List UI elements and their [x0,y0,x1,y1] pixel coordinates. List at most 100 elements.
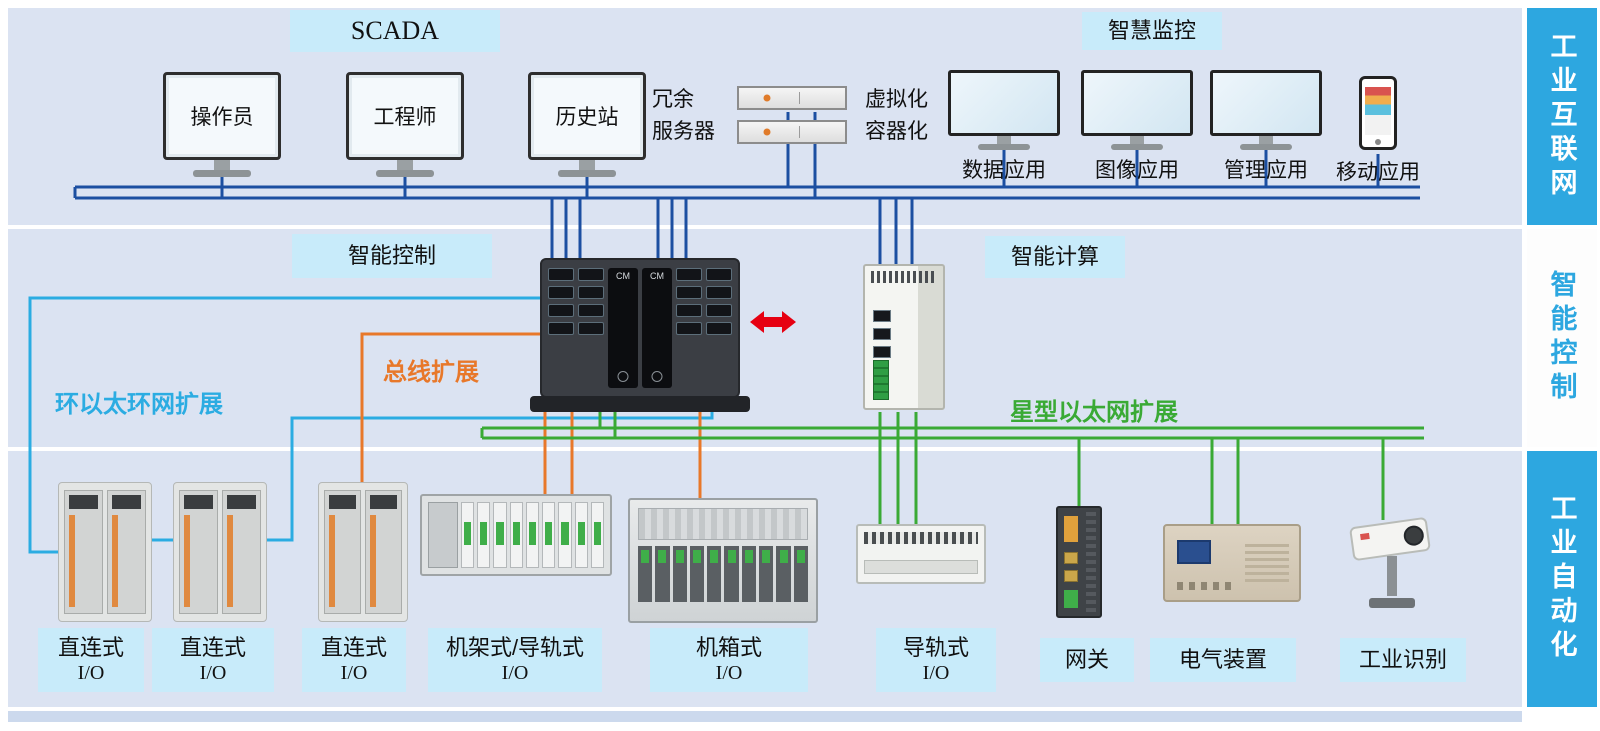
monitor-base [193,170,251,177]
redundant-server-unit-2 [737,120,847,144]
io-card [759,545,774,603]
device-label: 直连式 [57,634,124,660]
bidirectional-arrow-icon [750,311,796,333]
ethernet-port-icon [706,304,732,317]
ethernet-port-icon [706,322,732,335]
ethernet-port-icon [548,304,574,317]
ethernet-port-icon [578,286,604,299]
ethernet-port-icon [1064,570,1078,582]
industrial-camera [1345,512,1440,616]
phone-home-button-icon [1375,139,1381,145]
ethernet-port-icon [706,268,732,281]
card-cage [638,545,808,603]
cm-module: CM [642,268,672,388]
device-label: 工业识别 [1358,647,1447,673]
app-label: 数据应用 [962,159,1046,182]
side-label-industrial-internet: 工业互联网 [1527,8,1597,225]
direct-io-module-1 [58,482,152,622]
redundant-server-unit-1 [737,86,847,110]
ring-extension-label: 环以太环网扩展 [55,391,223,418]
monitor-stand [579,160,595,170]
cm-module-label: CM [650,271,664,281]
chassis-io-label: 机箱式 I/O [650,628,808,692]
monitor-base [1240,144,1292,150]
camera-lens-icon [1402,524,1426,547]
device-label: 电气装置 [1178,647,1267,673]
io-slice [365,490,402,614]
monitor-stand [397,160,413,170]
vent-grill-icon [871,271,935,283]
io-card [525,502,540,568]
device-label: 导轨式 [902,634,969,660]
device-sublabel: I/O [77,662,105,685]
io-card [477,502,491,568]
direct-io-module-3 [318,482,408,622]
intelligent-control-label-box: 智能控制 [292,234,492,278]
io-card [672,545,687,603]
app-label: 移动应用 [1336,161,1420,184]
device-display-icon [1177,540,1211,564]
io-card [741,545,757,603]
plc-controller: CM CM [530,258,750,412]
virtualization-label-line1: 虚拟化 [865,88,928,111]
io-card [542,502,556,568]
io-card [776,545,791,603]
device-sublabel: I/O [340,662,368,685]
device-label: 直连式 [320,634,387,660]
scada-label-box: SCADA [290,10,500,52]
rail-io-module [856,524,986,584]
direct-io-label-1: 直连式 I/O [38,628,144,692]
server-panel-divider [799,92,800,104]
electrical-device [1163,524,1301,602]
ethernet-port-icon [676,322,702,335]
device-sublabel: I/O [715,662,743,685]
ethernet-port-icon [873,346,891,358]
redundant-server-label-line1: 冗余 [652,88,694,111]
monitor-label: 操作员 [190,106,254,129]
chassis-io-module [628,498,818,623]
controller-body: CM CM [540,258,740,398]
monitor-base [978,144,1030,150]
intelligent-computing-label-box: 智能计算 [985,236,1125,278]
smart-monitoring-label-box: 智慧监控 [1082,12,1222,50]
app-label: 管理应用 [1224,159,1308,182]
side-label-intelligent-control: 智能控制 [1527,229,1597,447]
monitor-stand [1259,136,1273,144]
io-card [461,502,475,568]
ethernet-port-icon [706,286,732,299]
power-connector-icon [1064,516,1078,542]
monitor-screen: 历史站 [528,72,646,160]
io-slice [64,490,103,614]
io-card [590,502,604,568]
monitor-stand [997,136,1011,144]
rail-io-label: 导轨式 I/O [876,628,996,692]
gateway-label: 网关 [1040,638,1134,682]
device-label: 机架式/导轨式 [445,634,585,660]
redundant-server-label: 冗余 服务器 [652,84,715,147]
device-label: 网关 [1064,647,1109,673]
io-card [689,545,705,603]
side-label-text: 智能控制 [1546,270,1577,406]
virtualization-label-line2: 容器化 [865,119,928,143]
device-sublabel: I/O [922,662,950,685]
cm-module: CM [608,268,638,388]
virtualization-label: 虚拟化 容器化 [865,84,928,147]
phone-screen [1365,87,1391,135]
side-label-text: 工业自动化 [1546,494,1577,664]
vent-grill-icon [638,508,808,540]
controller-port-panel-left [548,268,604,388]
engineer-monitor: 工程师 [346,72,464,177]
heatsink-icon [1086,512,1096,612]
management-app-monitor: 管理应用 [1210,70,1322,184]
ethernet-port-icon [873,310,891,322]
operator-monitor: 操作员 [163,72,281,177]
rack-io-module [420,494,612,576]
io-card [655,545,670,603]
ethernet-port-icon [676,304,702,317]
io-card [638,545,653,603]
ethernet-port-icon [548,286,574,299]
ethernet-port-icon [578,268,604,281]
io-slice [179,490,218,614]
ethernet-port-icon [548,268,574,281]
